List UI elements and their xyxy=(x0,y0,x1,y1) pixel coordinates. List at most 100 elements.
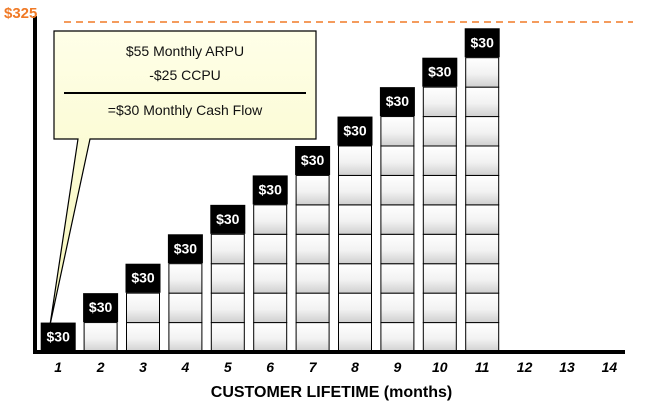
bar-segment xyxy=(422,292,457,324)
x-tick-label: 5 xyxy=(224,359,232,375)
bar-segment xyxy=(253,292,288,324)
x-tick-label: 13 xyxy=(559,359,575,375)
bar: $30 xyxy=(210,204,246,353)
bar-segment xyxy=(338,292,372,324)
bar-value-label: $30 xyxy=(47,329,71,345)
x-tick-label: 10 xyxy=(432,359,448,375)
bar: $30 xyxy=(252,175,288,353)
bar-segment xyxy=(295,233,330,265)
bar-segment xyxy=(338,322,372,353)
bar: $30 xyxy=(337,116,373,353)
bar-segment xyxy=(380,145,415,176)
bar-segment xyxy=(465,263,500,294)
reference-line-label: $325 xyxy=(4,5,38,22)
bar-label-box xyxy=(40,322,76,352)
bar-segment xyxy=(380,116,415,147)
bar: $30 xyxy=(83,293,119,353)
callout-arpu-line: $55 Monthly ARPU xyxy=(125,43,245,59)
bar-segment xyxy=(465,292,500,324)
bar-segment xyxy=(210,292,245,324)
bar-label-box xyxy=(464,28,500,58)
bar: $30 xyxy=(125,263,161,353)
bar-label-box xyxy=(83,293,119,323)
callout-cashflow-line: =$30 Monthly Cash Flow xyxy=(107,102,263,118)
bar-segment xyxy=(422,263,457,294)
bar-segment xyxy=(295,204,330,235)
bar-segment xyxy=(422,204,457,235)
bar: $30 xyxy=(295,145,331,353)
bar-value-label: $30 xyxy=(259,181,283,197)
bar: $30 xyxy=(422,57,458,353)
bar-segment xyxy=(380,322,415,353)
bar-segment xyxy=(422,233,457,265)
bar-segment xyxy=(295,263,330,294)
bar-segment xyxy=(126,322,160,353)
bar-value-label: $30 xyxy=(343,123,367,139)
bar-segment xyxy=(380,204,415,235)
bar-segment xyxy=(338,263,372,294)
bar-segment xyxy=(168,292,203,324)
x-tick-label: 11 xyxy=(475,359,490,375)
bar-segment xyxy=(380,174,415,206)
bar-segment xyxy=(465,204,500,235)
callout-divider xyxy=(64,92,306,94)
x-axis-title: CUSTOMER LIFETIME (months) xyxy=(210,384,453,401)
bar-value-label: $30 xyxy=(89,299,113,315)
x-tick-label: 2 xyxy=(96,359,105,375)
x-tick-label: 8 xyxy=(351,359,359,375)
bar-segment xyxy=(338,174,372,206)
bar-segment xyxy=(295,292,330,324)
bar-segment xyxy=(253,204,288,235)
bar-segment xyxy=(295,174,330,206)
bar-segment xyxy=(253,263,288,294)
bar-segment xyxy=(422,174,457,206)
bar-segment xyxy=(338,204,372,235)
bar-segment xyxy=(253,322,288,353)
bar-segment xyxy=(465,86,500,118)
bar: $30 xyxy=(167,234,203,353)
bar-segment xyxy=(380,233,415,265)
bar-segment xyxy=(422,86,457,118)
bar-segment xyxy=(295,322,330,353)
bar-segment xyxy=(465,57,500,88)
callout-ccpu-line: -$25 CCPU xyxy=(149,67,221,83)
bar-label-box xyxy=(337,116,373,146)
bar-segment xyxy=(380,292,415,324)
bar-segment xyxy=(338,233,372,265)
x-tick-label: 14 xyxy=(602,359,618,375)
x-tick-label: 9 xyxy=(394,359,402,375)
bar-segment xyxy=(465,322,500,353)
bar-label-box xyxy=(422,57,458,87)
callout: $55 Monthly ARPU -$25 CCPU =$30 Monthly … xyxy=(54,31,316,139)
bar-segment xyxy=(422,322,457,353)
bar: $30 xyxy=(379,87,415,353)
bar-value-label: $30 xyxy=(131,270,155,286)
bar-segment xyxy=(126,292,160,324)
bar-segment xyxy=(210,263,245,294)
bar-label-box xyxy=(167,234,203,264)
bar-segment xyxy=(422,116,457,147)
bar-label-box xyxy=(379,87,415,117)
bar: $30 xyxy=(464,28,500,353)
bar-segment xyxy=(465,233,500,265)
bar-segment xyxy=(210,233,245,265)
x-tick-label: 4 xyxy=(181,359,190,375)
bar-value-label: $30 xyxy=(471,34,495,50)
bars-group: $30$30$30$30$30$30$30$30$30$30$30 xyxy=(40,28,500,353)
bar-value-label: $30 xyxy=(428,64,452,80)
x-tick-label: 1 xyxy=(54,359,62,375)
bar-segment xyxy=(168,263,203,294)
x-tick-label: 12 xyxy=(517,359,533,375)
bar-segment xyxy=(380,263,415,294)
bar-segment xyxy=(465,174,500,206)
bar: $30 xyxy=(40,322,76,352)
bar-segment xyxy=(338,145,372,176)
x-tick-label: 7 xyxy=(309,359,318,375)
bar-segment xyxy=(210,322,245,353)
x-tick-label: 6 xyxy=(266,359,274,375)
bar-label-box xyxy=(295,145,331,175)
bar-label-box xyxy=(125,263,161,293)
callout-box xyxy=(49,30,317,326)
